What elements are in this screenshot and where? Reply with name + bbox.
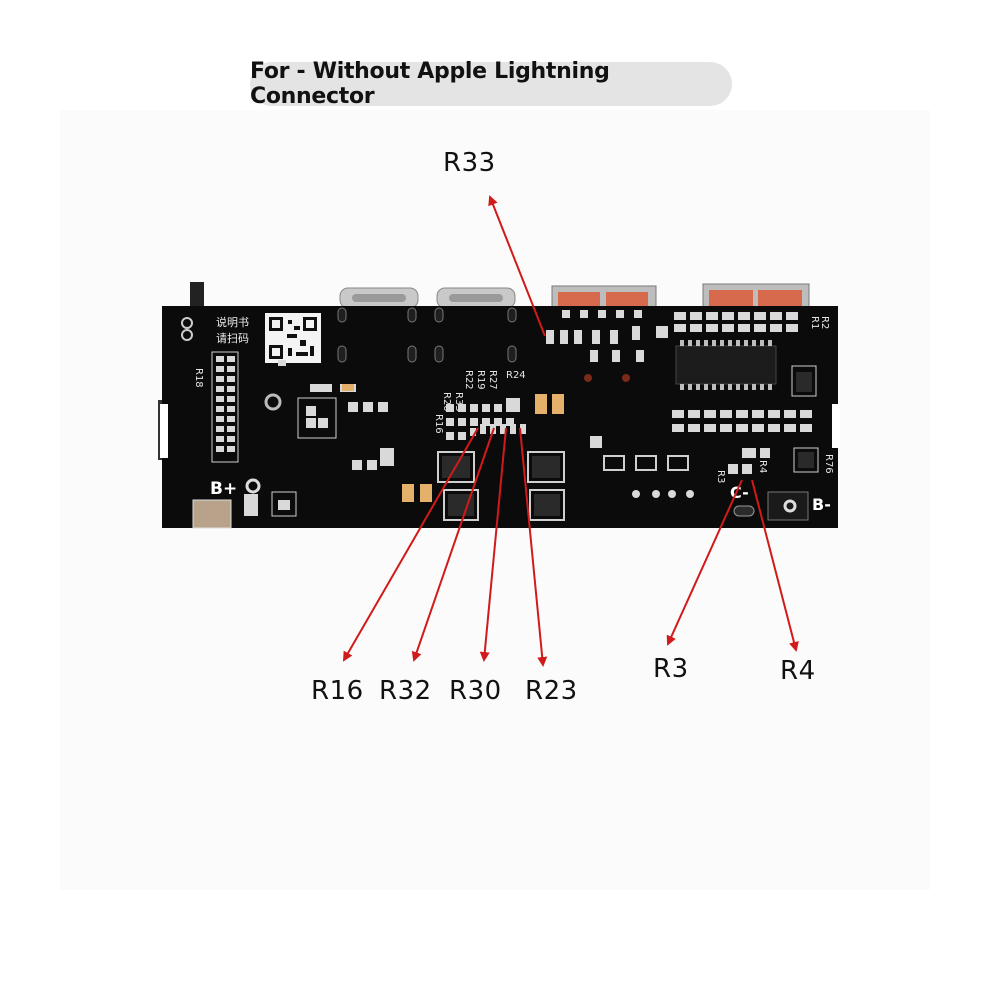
silk-r76: R76 (823, 454, 834, 474)
silk-r3: R3 (715, 470, 726, 483)
silk-r4: R4 (757, 460, 768, 473)
silk-r16-board: R16 (433, 414, 444, 434)
controller-ic (675, 340, 777, 390)
qr-code (265, 313, 321, 363)
arrow-r4 (751, 479, 799, 652)
test-point (264, 393, 282, 411)
callout-r32: R32 (379, 676, 432, 706)
callout-r23: R23 (525, 676, 578, 706)
callout-arrows (342, 195, 799, 667)
arrow-r32 (411, 427, 495, 662)
usb-a-port-1 (551, 285, 657, 309)
qr-caption-line1: 说明书 (216, 315, 249, 329)
arrow-r30 (479, 427, 507, 662)
label-b-minus: B- (812, 495, 831, 514)
arrow-r33 (488, 195, 546, 337)
arrow-r3 (666, 479, 743, 646)
silk-r1: R1 (809, 316, 820, 329)
pad-b-minus (767, 491, 809, 521)
silk-r2: R2 (819, 316, 830, 329)
usb-c-port-1 (339, 287, 419, 309)
silk-r24: R24 (506, 370, 526, 381)
callout-r16: R16 (311, 676, 364, 706)
arrow-r23 (519, 427, 548, 667)
pad-b-plus (192, 499, 232, 529)
usb-c-port-2 (436, 287, 516, 309)
silk-r18: R18 (193, 368, 204, 388)
silk-r27: R27 (487, 370, 498, 390)
callout-r4: R4 (780, 656, 816, 686)
label-b-plus: B+ (210, 479, 237, 499)
silk-r19: R19 (475, 370, 486, 390)
silk-r33-board: R33 (453, 392, 464, 412)
resistor-array-left (211, 351, 239, 463)
slide-switch (190, 282, 204, 308)
resistor-cluster-center (446, 398, 526, 440)
mosfets (437, 451, 565, 521)
inductor-footprint (297, 397, 337, 439)
qr-caption-line2: 请扫码 (216, 332, 249, 345)
title-banner: For - Without Apple Lightning Connector (250, 59, 732, 109)
silk-r22: R22 (463, 370, 474, 390)
silk-r20: R20 (441, 392, 452, 412)
callout-r30: R30 (449, 676, 502, 706)
arrow-r16 (342, 427, 479, 662)
callout-r3: R3 (653, 654, 689, 684)
callout-r33: R33 (443, 148, 496, 178)
usb-a-port-2 (702, 283, 810, 309)
